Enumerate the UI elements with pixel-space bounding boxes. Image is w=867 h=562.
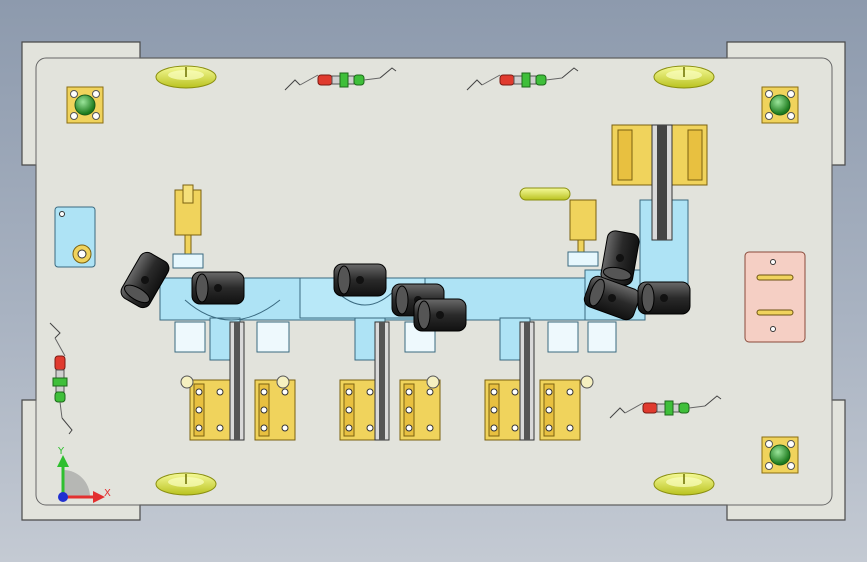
corner-locator-top-left[interactable] [66,86,104,124]
top-clamp-left[interactable] [172,184,204,269]
top-right-clamp-assembly[interactable] [611,124,708,241]
roller-2[interactable] [333,263,387,297]
clamp-arms [229,321,535,441]
lift-handle-bottom-right[interactable] [653,472,715,496]
axis-x-label: X [104,488,111,499]
left-support-block[interactable] [54,206,96,268]
top-clamp-right[interactable] [519,187,599,267]
corner-locator-bottom-right[interactable] [761,436,799,474]
clamp-base-1b[interactable] [254,379,296,441]
coordinate-triad: Y X [57,446,111,503]
roller-4[interactable] [413,298,467,332]
slot-plate-right[interactable] [744,251,806,343]
clamp-base-3a[interactable] [484,379,526,441]
clamp-base-2a[interactable] [339,379,381,441]
axis-y-label: Y [57,446,65,457]
roller-7[interactable] [637,281,691,315]
roller-1[interactable] [191,271,245,305]
clamp-base-3b[interactable] [539,379,581,441]
rail-supports [174,321,617,389]
lift-handle-top-left[interactable] [155,65,217,89]
corner-locator-top-right[interactable] [761,86,799,124]
clamp-base-1a[interactable] [189,379,231,441]
lift-handle-top-right[interactable] [653,65,715,89]
clamp-base-2b[interactable] [399,379,441,441]
lift-handle-bottom-left[interactable] [155,472,217,496]
